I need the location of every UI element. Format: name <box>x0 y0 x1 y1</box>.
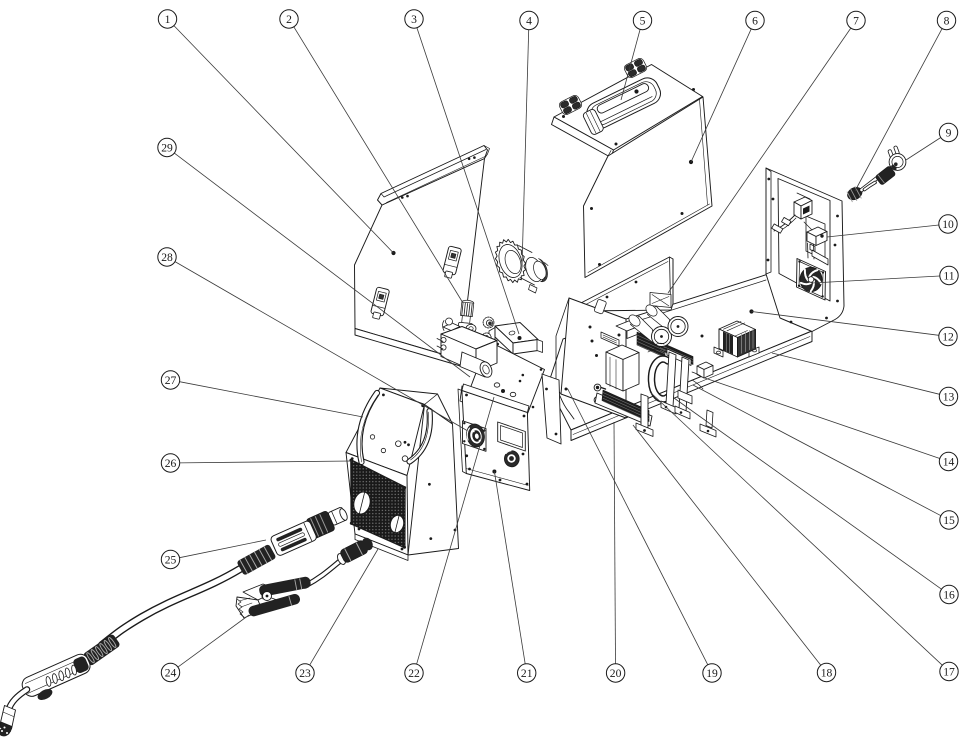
svg-text:28: 28 <box>161 251 173 264</box>
svg-text:17: 17 <box>943 666 955 679</box>
svg-text:13: 13 <box>943 391 955 404</box>
svg-text:2: 2 <box>286 13 292 26</box>
svg-text:14: 14 <box>943 456 955 469</box>
svg-text:6: 6 <box>752 15 758 28</box>
svg-text:29: 29 <box>161 142 173 155</box>
svg-text:3: 3 <box>411 13 417 26</box>
svg-text:4: 4 <box>526 15 532 28</box>
svg-text:27: 27 <box>165 374 177 387</box>
svg-text:16: 16 <box>943 589 955 602</box>
svg-text:20: 20 <box>610 667 622 680</box>
svg-text:18: 18 <box>821 667 833 680</box>
svg-text:7: 7 <box>853 15 859 28</box>
svg-text:8: 8 <box>944 15 950 28</box>
svg-text:11: 11 <box>943 270 954 283</box>
svg-text:15: 15 <box>943 514 955 527</box>
svg-text:23: 23 <box>299 667 311 680</box>
svg-text:22: 22 <box>408 667 420 680</box>
svg-text:21: 21 <box>521 667 533 680</box>
svg-text:1: 1 <box>165 13 171 26</box>
svg-text:25: 25 <box>165 554 177 567</box>
svg-text:24: 24 <box>165 667 177 680</box>
svg-text:26: 26 <box>165 457 177 470</box>
svg-text:12: 12 <box>942 331 954 344</box>
svg-text:5: 5 <box>640 15 646 28</box>
svg-text:10: 10 <box>942 218 954 231</box>
svg-text:19: 19 <box>706 667 718 680</box>
svg-text:9: 9 <box>946 127 952 140</box>
